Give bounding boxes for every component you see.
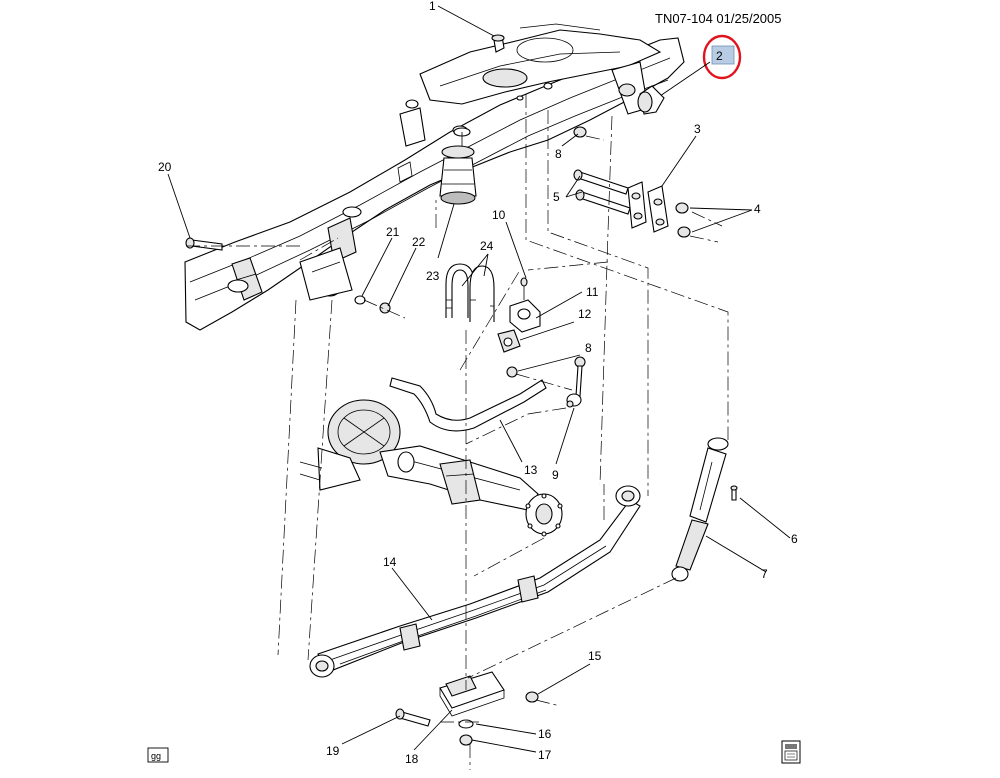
- stabilizer-bar: [389, 377, 547, 432]
- callout-label-11: 11: [586, 285, 599, 299]
- callout-label-16: 16: [538, 727, 552, 741]
- frame-rail: [184, 23, 685, 331]
- rear-axle-assembly: [299, 399, 563, 537]
- document-book-icon: [781, 740, 801, 764]
- callout-label-8: 8: [585, 341, 592, 355]
- callout-label-7: 7: [761, 567, 768, 581]
- jounce-bumper: [439, 127, 477, 205]
- callout-label-12: 12: [578, 307, 592, 321]
- callout-label-23: 23: [426, 269, 440, 283]
- u-bolts: [445, 263, 495, 322]
- callout-labels: 1 3 4 5 6 7 8 8 9 10 11 12 13 14 15 16 1…: [158, 0, 798, 766]
- stabilizer-clamp: [509, 277, 541, 333]
- callout-label-13: 13: [524, 463, 538, 477]
- callout-label-5: 5: [553, 190, 560, 204]
- callout-label-10: 10: [492, 208, 506, 222]
- frame-bolt-side: [185, 237, 223, 251]
- leader-lines: [167, 5, 791, 753]
- highlight-box: [711, 45, 735, 65]
- callout-label-22: 22: [412, 235, 426, 249]
- u-bolt-nut-bottom: [459, 734, 473, 746]
- shackle-bolts: [573, 169, 631, 215]
- callout-label-18: 18: [405, 752, 419, 766]
- highlight-callout-2: 2: [659, 34, 742, 97]
- callout-label-20: 20: [158, 160, 172, 174]
- callout-label-9: 9: [552, 468, 559, 482]
- rear-spring-shackle: [627, 181, 669, 233]
- diagram-reference: TN07-104 01/25/2005: [655, 11, 781, 26]
- highlight-circle: [702, 34, 742, 80]
- stabilizer-link: [566, 356, 586, 408]
- callout-label-24: 24: [480, 239, 494, 253]
- assembly-centerlines: [186, 94, 729, 770]
- callout-label-8: 8: [555, 147, 562, 161]
- stabilizer-bushing: [497, 329, 521, 353]
- washer-bottom: [458, 719, 474, 729]
- spring-front-bolt: [395, 708, 431, 727]
- callout-label-1: 1: [429, 0, 436, 13]
- callout-label-3: 3: [694, 122, 701, 136]
- bottom-left-badge: gg: [147, 747, 169, 763]
- nut-lower: [506, 366, 518, 378]
- callout-label-6: 6: [791, 532, 798, 546]
- spring-plate: [439, 671, 505, 717]
- callout-label-19: 19: [326, 744, 340, 758]
- callout-label-15: 15: [588, 649, 602, 663]
- callout-label-4: 4: [754, 202, 761, 216]
- leaf-spring: [309, 485, 641, 678]
- frame-bolt-top: [491, 34, 505, 53]
- badge-label: gg: [151, 751, 161, 761]
- shock-absorber: [671, 437, 729, 582]
- spring-nut: [525, 691, 539, 703]
- callout-label-21: 21: [386, 225, 400, 239]
- shock-upper-bolt: [730, 485, 738, 501]
- callout-label-17: 17: [538, 748, 552, 762]
- callout-label-2: 2: [716, 49, 723, 63]
- callout-label-14: 14: [383, 555, 397, 569]
- washer-nut-frame: [354, 295, 391, 314]
- shackle-nuts: [675, 202, 691, 238]
- shackle-bushing: [637, 85, 665, 115]
